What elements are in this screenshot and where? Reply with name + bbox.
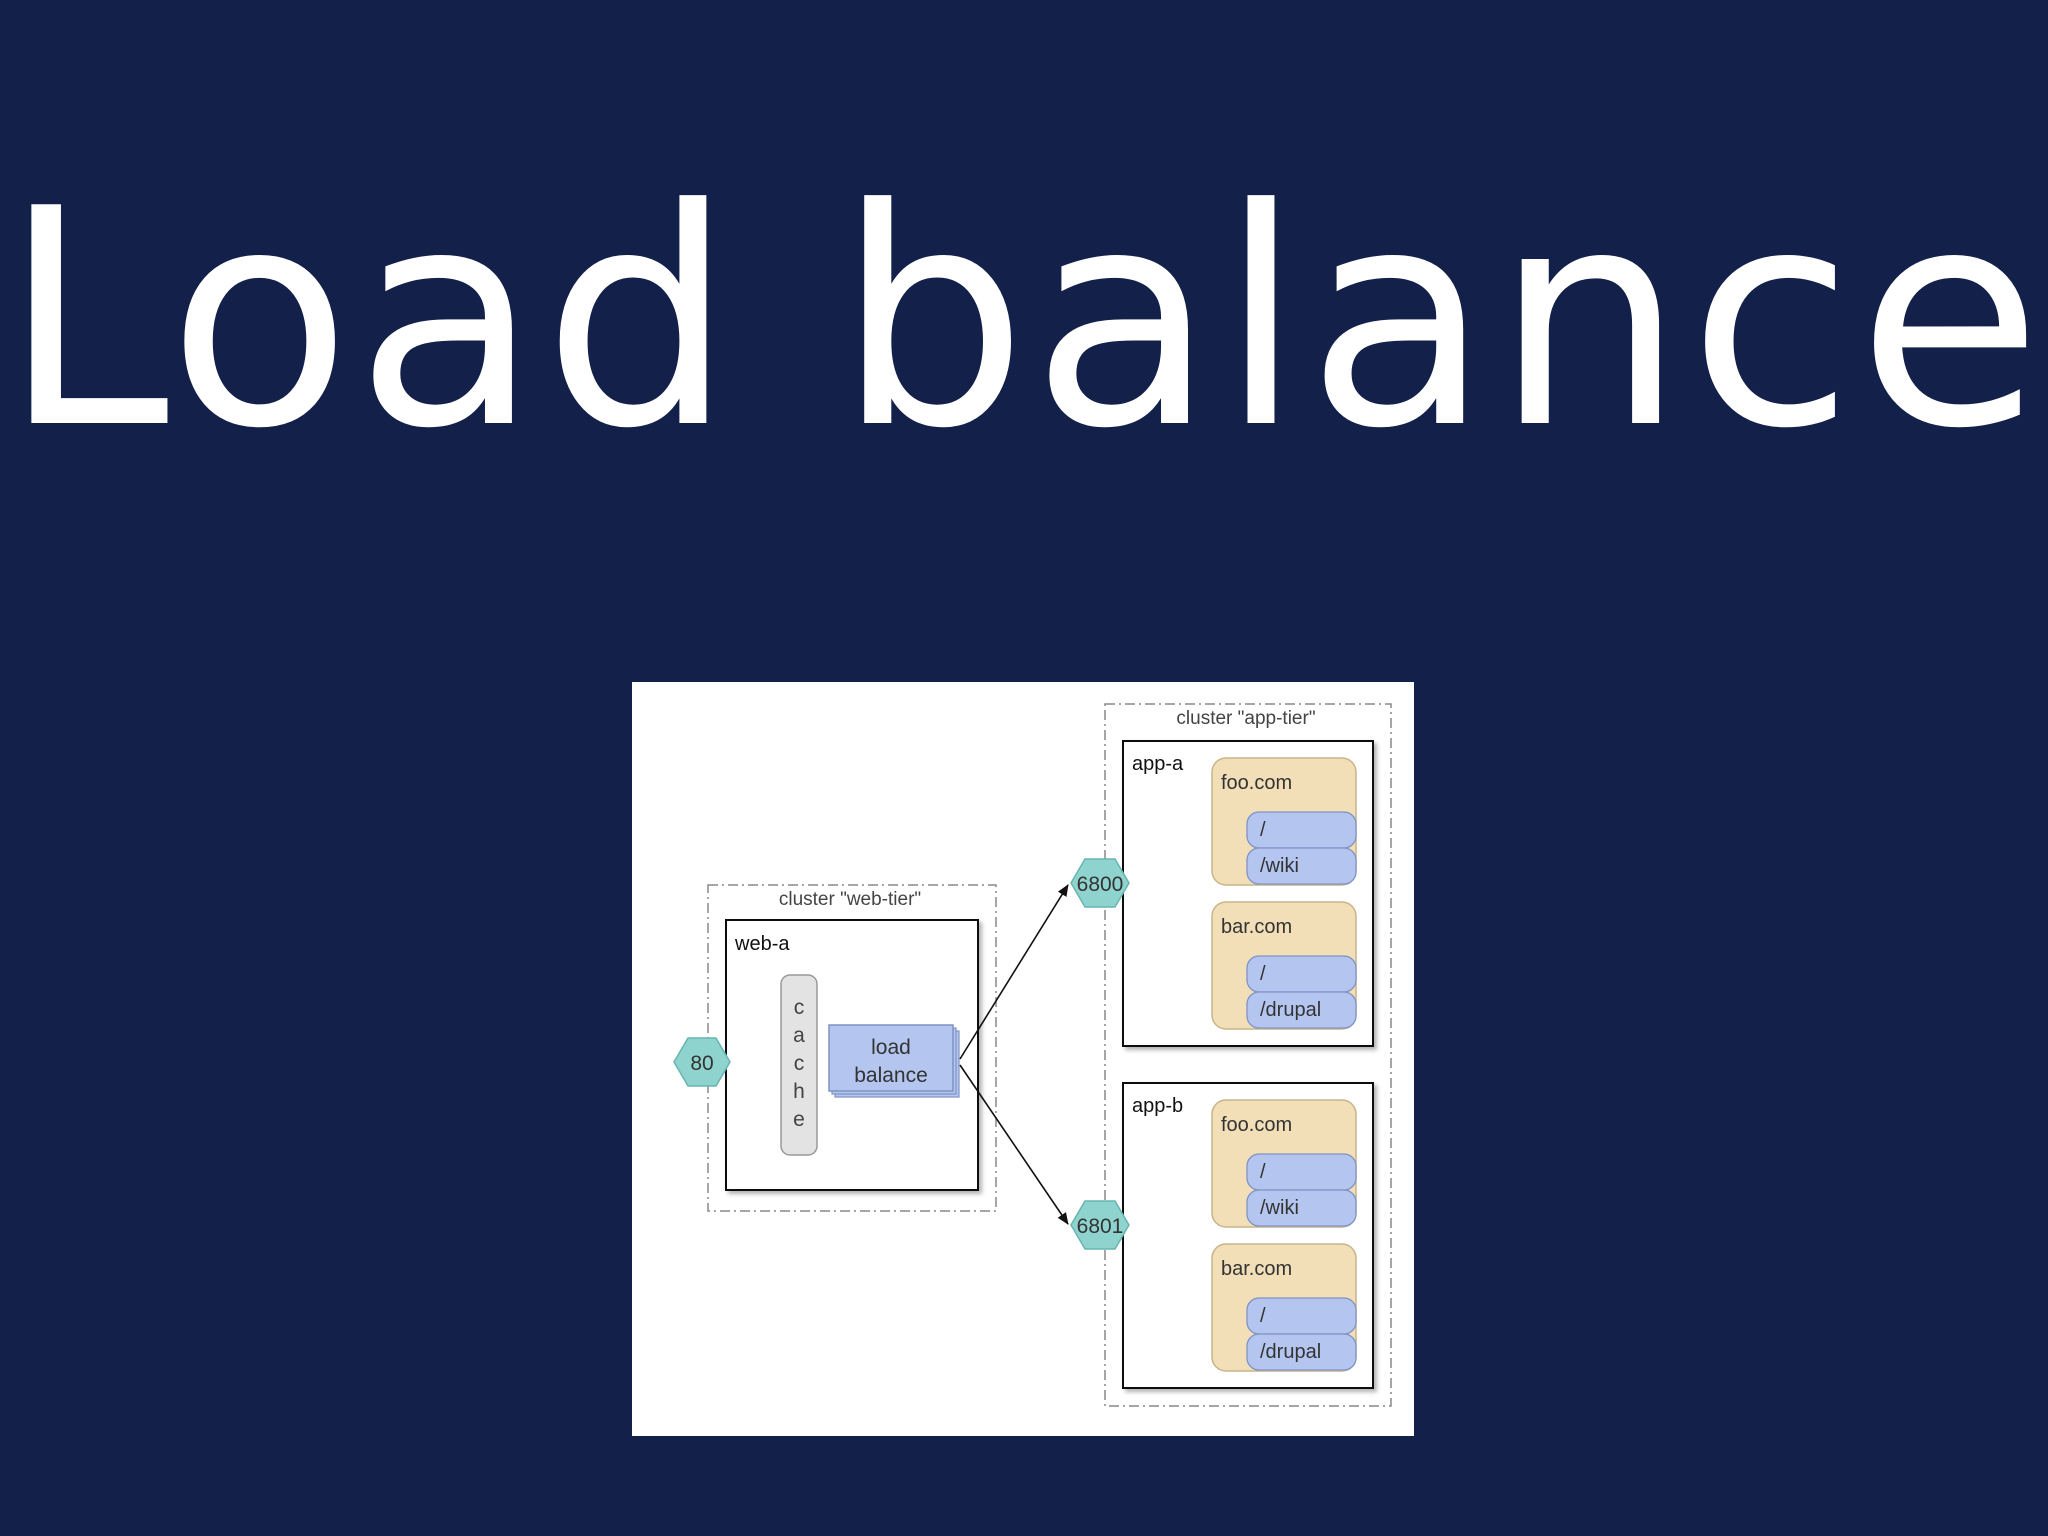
site-bar-com: bar.com / /drupal [1211,901,1357,1030]
path-wiki-box [1246,847,1357,885]
cache-component: c a c h e [780,974,818,1156]
host-app-b: app-b foo.com / /wiki bar.com / /drupal [1070,1082,1374,1389]
app-tier-cluster-label: cluster "app-tier" [1176,708,1315,729]
connections [959,884,1069,1225]
cache-letter: h [793,1080,805,1103]
slide-title: Load balance [1,145,2047,494]
cache-letter: a [793,1024,805,1047]
path-drupal-label: /drupal [1260,1341,1321,1363]
load-balance-component: load balance [828,1024,960,1098]
site-foo-com-label: foo.com [1221,772,1292,794]
port-80-hexagon [673,1037,731,1087]
path-root-label: / [1260,1305,1266,1327]
web-tier-cluster: cluster "web-tier" web-a c a c h e load … [673,884,997,1212]
port-6801-hexagon [1070,1200,1130,1250]
port-80: 80 [673,1037,731,1087]
cache-letter: e [793,1108,805,1131]
architecture-diagram: cluster "web-tier" web-a c a c h e load … [632,682,1414,1436]
cache-letter: c [794,996,805,1019]
site-bar-com-label: bar.com [1221,916,1292,938]
web-tier-cluster-label: cluster "web-tier" [779,889,921,910]
path-wiki-label: /wiki [1260,855,1299,877]
site-foo-com: foo.com / /wiki [1211,1099,1357,1228]
path-drupal-label: /drupal [1260,999,1321,1021]
site-bar-com: bar.com / /drupal [1211,1243,1357,1372]
load-balance-label-line2: balance [854,1064,928,1087]
host-app-b-label: app-b [1132,1095,1183,1117]
port-6800: 6800 [1070,858,1130,908]
path-drupal-box [1246,991,1357,1029]
path-root-label: / [1260,1161,1266,1183]
port-80-label: 80 [690,1052,713,1075]
port-6801: 6801 [1070,1200,1130,1250]
host-web-a-label: web-a [734,933,790,955]
site-foo-com-label: foo.com [1221,1114,1292,1136]
port-6801-label: 6801 [1077,1215,1124,1238]
host-app-a-label: app-a [1132,753,1184,775]
app-tier-cluster: cluster "app-tier" app-a foo.com / /wiki… [1070,703,1392,1407]
site-bar-com-label: bar.com [1221,1258,1292,1280]
host-app-a: app-a foo.com / /wiki bar.com / /drupal [1070,740,1374,1047]
port-6800-hexagon [1070,858,1130,908]
path-wiki-box [1246,1189,1357,1227]
cache-box [780,974,818,1156]
load-balance-box [828,1024,954,1092]
path-root-label: / [1260,963,1266,985]
app-tier-cluster-border [1104,703,1392,1407]
site-foo-com: foo.com / /wiki [1211,757,1357,886]
load-balance-label-line1: load [871,1036,911,1059]
cache-letter: c [794,1052,805,1075]
diagram-svg: cluster "web-tier" web-a c a c h e load … [673,703,1392,1407]
arrow-to-6800 [959,884,1069,1060]
arrow-to-6801 [959,1064,1069,1225]
port-6800-label: 6800 [1077,873,1124,896]
path-drupal-box [1246,1333,1357,1371]
path-root-label: / [1260,819,1266,841]
path-wiki-label: /wiki [1260,1197,1299,1219]
